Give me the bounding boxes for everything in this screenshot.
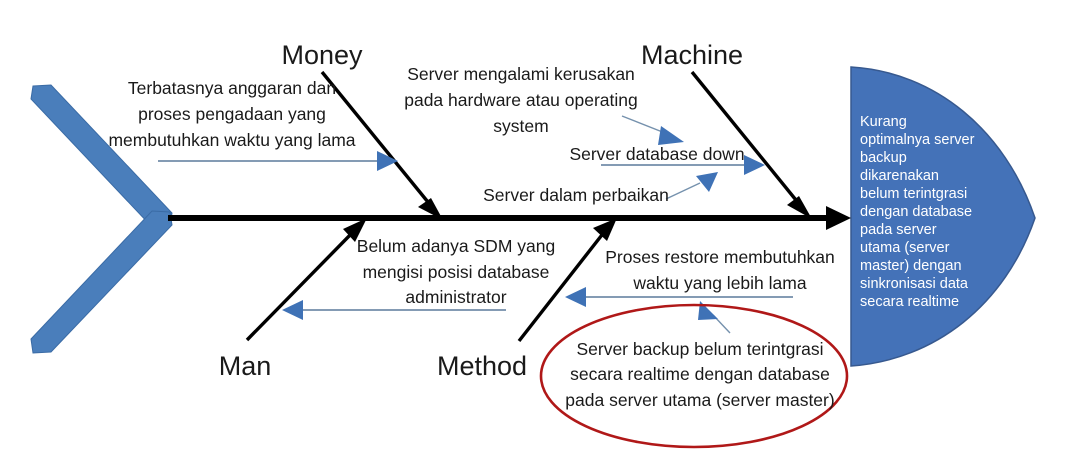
- cause-line: secara realtime dengan database: [570, 364, 830, 384]
- sub-arrow-money-1-head-icon: [377, 151, 398, 171]
- bone-machine: [690, 70, 812, 219]
- effect-line: belum terintgrasi: [860, 186, 967, 202]
- sub-arrow-machine-3-head-icon: [696, 172, 718, 192]
- bone-money-arrowhead-icon: [418, 198, 443, 220]
- sub-arrow-machine-1: [621, 115, 684, 145]
- cause-line: waktu yang lebih lama: [632, 273, 806, 293]
- cause-text-machine-2: Server database down: [569, 144, 744, 164]
- bone-machine-line: [690, 70, 802, 207]
- sub-arrow-method-1-head-icon: [565, 287, 586, 307]
- bone-money-line: [320, 70, 434, 209]
- fish-tail-lower-arm: [30, 210, 173, 354]
- effect-text: Kurang optimalnya server backup dikarena…: [860, 114, 975, 310]
- sub-arrow-machine-3-line: [665, 182, 701, 200]
- category-label-method: Method: [437, 351, 527, 381]
- cause-line: Belum adanya SDM yang: [357, 236, 555, 256]
- cause-line: Terbatasnya anggaran dan: [128, 78, 336, 98]
- cause-line: mengisi posisi database: [363, 262, 550, 282]
- effect-line: dikarenakan: [860, 168, 939, 184]
- cause-line: administrator: [405, 287, 506, 307]
- effect-line: utama (server: [860, 240, 950, 256]
- effect-line: dengan database: [860, 204, 972, 220]
- cause-line: Server mengalami kerusakan: [407, 64, 635, 84]
- bone-man-line: [245, 229, 356, 342]
- sub-arrow-man-1: [282, 300, 506, 320]
- fish-tail: [30, 84, 173, 354]
- sub-arrow-man-1-head-icon: [282, 300, 303, 320]
- sub-arrow-machine-1-head-icon: [658, 126, 684, 145]
- sub-arrow-machine-1-line: [621, 115, 666, 134]
- category-label-money: Money: [281, 40, 363, 70]
- spine-group: [168, 206, 851, 230]
- sub-arrow-machine-3: [665, 172, 718, 200]
- cause-line: Server database down: [569, 144, 744, 164]
- effect-line: backup: [860, 150, 907, 166]
- bone-money: [320, 70, 443, 220]
- category-label-machine: Machine: [641, 40, 743, 70]
- effect-line: Kurang: [860, 114, 907, 130]
- cause-line: pada server utama (server master): [565, 390, 834, 410]
- highlight-ellipse: [539, 303, 849, 449]
- cause-text-machine-1: Server mengalami kerusakan pada hardware…: [404, 64, 638, 136]
- fish-head-shape: [850, 66, 1036, 367]
- bone-man: [245, 218, 367, 342]
- sub-arrow-money-1: [158, 151, 398, 171]
- cause-line: Proses restore membutuhkan: [605, 247, 835, 267]
- cause-line: system: [493, 116, 548, 136]
- bone-method-arrowhead-icon: [593, 218, 617, 241]
- cause-text-man-1: Belum adanya SDM yang mengisi posisi dat…: [357, 236, 555, 307]
- effect-line: sinkronisasi data: [860, 276, 969, 292]
- effect-line: master) dengan: [860, 258, 962, 274]
- cause-text-method-1: Proses restore membutuhkan waktu yang le…: [605, 247, 835, 293]
- bone-method-line: [517, 229, 607, 343]
- spine-arrowhead-icon: [826, 206, 851, 230]
- bone-man-arrowhead-icon: [343, 218, 367, 242]
- bone-machine-arrowhead-icon: [787, 196, 812, 219]
- bone-method: [517, 218, 617, 343]
- cause-line: membutuhkan waktu yang lama: [108, 130, 355, 150]
- cause-line: proses pengadaan yang: [138, 104, 326, 124]
- effect-line: optimalnya server: [860, 132, 975, 148]
- cause-line: Server backup belum terintgrasi: [576, 339, 823, 359]
- sub-arrow-method-1: [565, 287, 793, 307]
- cause-line: Server dalam perbaikan: [483, 185, 669, 205]
- cause-text-machine-3: Server dalam perbaikan: [483, 185, 669, 205]
- cause-text-method-2: Server backup belum terintgrasi secara r…: [565, 339, 834, 410]
- effect-line: pada server: [860, 222, 937, 238]
- effect-line: secara realtime: [860, 294, 959, 310]
- cause-line: pada hardware atau operating: [404, 90, 638, 110]
- sub-arrow-machine-2-head-icon: [744, 155, 765, 175]
- sub-arrow-machine-2: [601, 155, 765, 175]
- fish-head: [850, 66, 1036, 367]
- cause-text-money-1: Terbatasnya anggaran dan proses pengadaa…: [108, 78, 355, 150]
- category-label-man: Man: [219, 351, 272, 381]
